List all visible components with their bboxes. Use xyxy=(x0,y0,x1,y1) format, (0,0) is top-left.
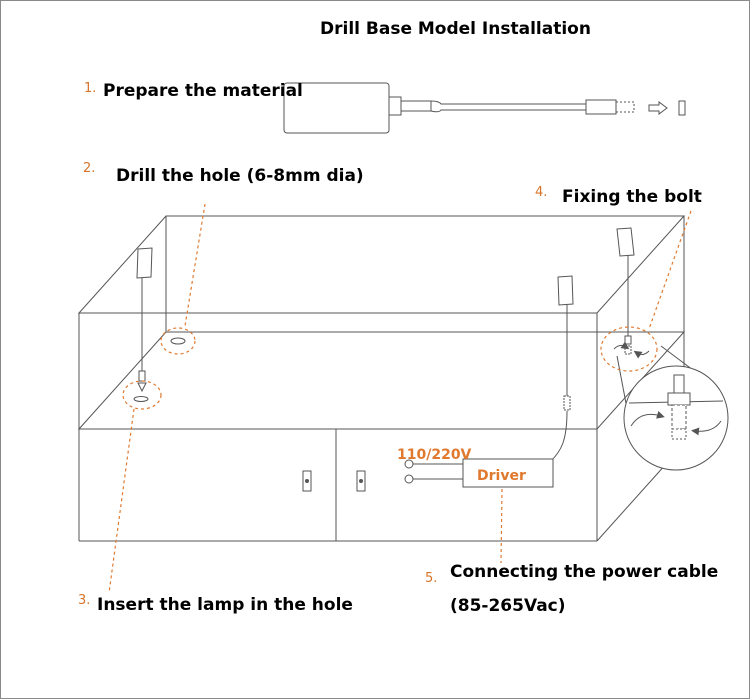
step-2-number: 2. xyxy=(83,161,96,176)
step-1-label: Prepare the material xyxy=(103,81,303,101)
step-4-label: Fixing the bolt xyxy=(562,187,702,207)
driver-label: Driver xyxy=(477,468,526,484)
voltage-label: 110/220V xyxy=(397,447,472,463)
step-5-number: 5. xyxy=(425,571,438,586)
lamp-left xyxy=(133,247,153,402)
step-2-label: Drill the hole (6-8mm dia) xyxy=(116,166,364,186)
step-4-number: 4. xyxy=(535,185,548,200)
callout-lines xyxy=(108,203,692,594)
right-arrow-icon xyxy=(648,101,668,115)
page-title: Drill Base Model Installation xyxy=(320,19,591,39)
step-5-voltage-range: (85-265Vac) xyxy=(450,596,566,616)
lamp-right xyxy=(613,227,650,359)
step-3-label: Insert the lamp in the hole xyxy=(97,595,353,615)
driver-box xyxy=(404,458,554,488)
bolt-magnifier xyxy=(616,345,729,471)
step-3-number: 3. xyxy=(78,593,91,608)
step-1-number: 1. xyxy=(84,81,97,96)
material-drawing xyxy=(283,82,686,134)
lamp-middle xyxy=(550,275,574,462)
cabinet-drawing xyxy=(77,215,686,542)
step-5-label: Connecting the power cable xyxy=(450,562,719,582)
